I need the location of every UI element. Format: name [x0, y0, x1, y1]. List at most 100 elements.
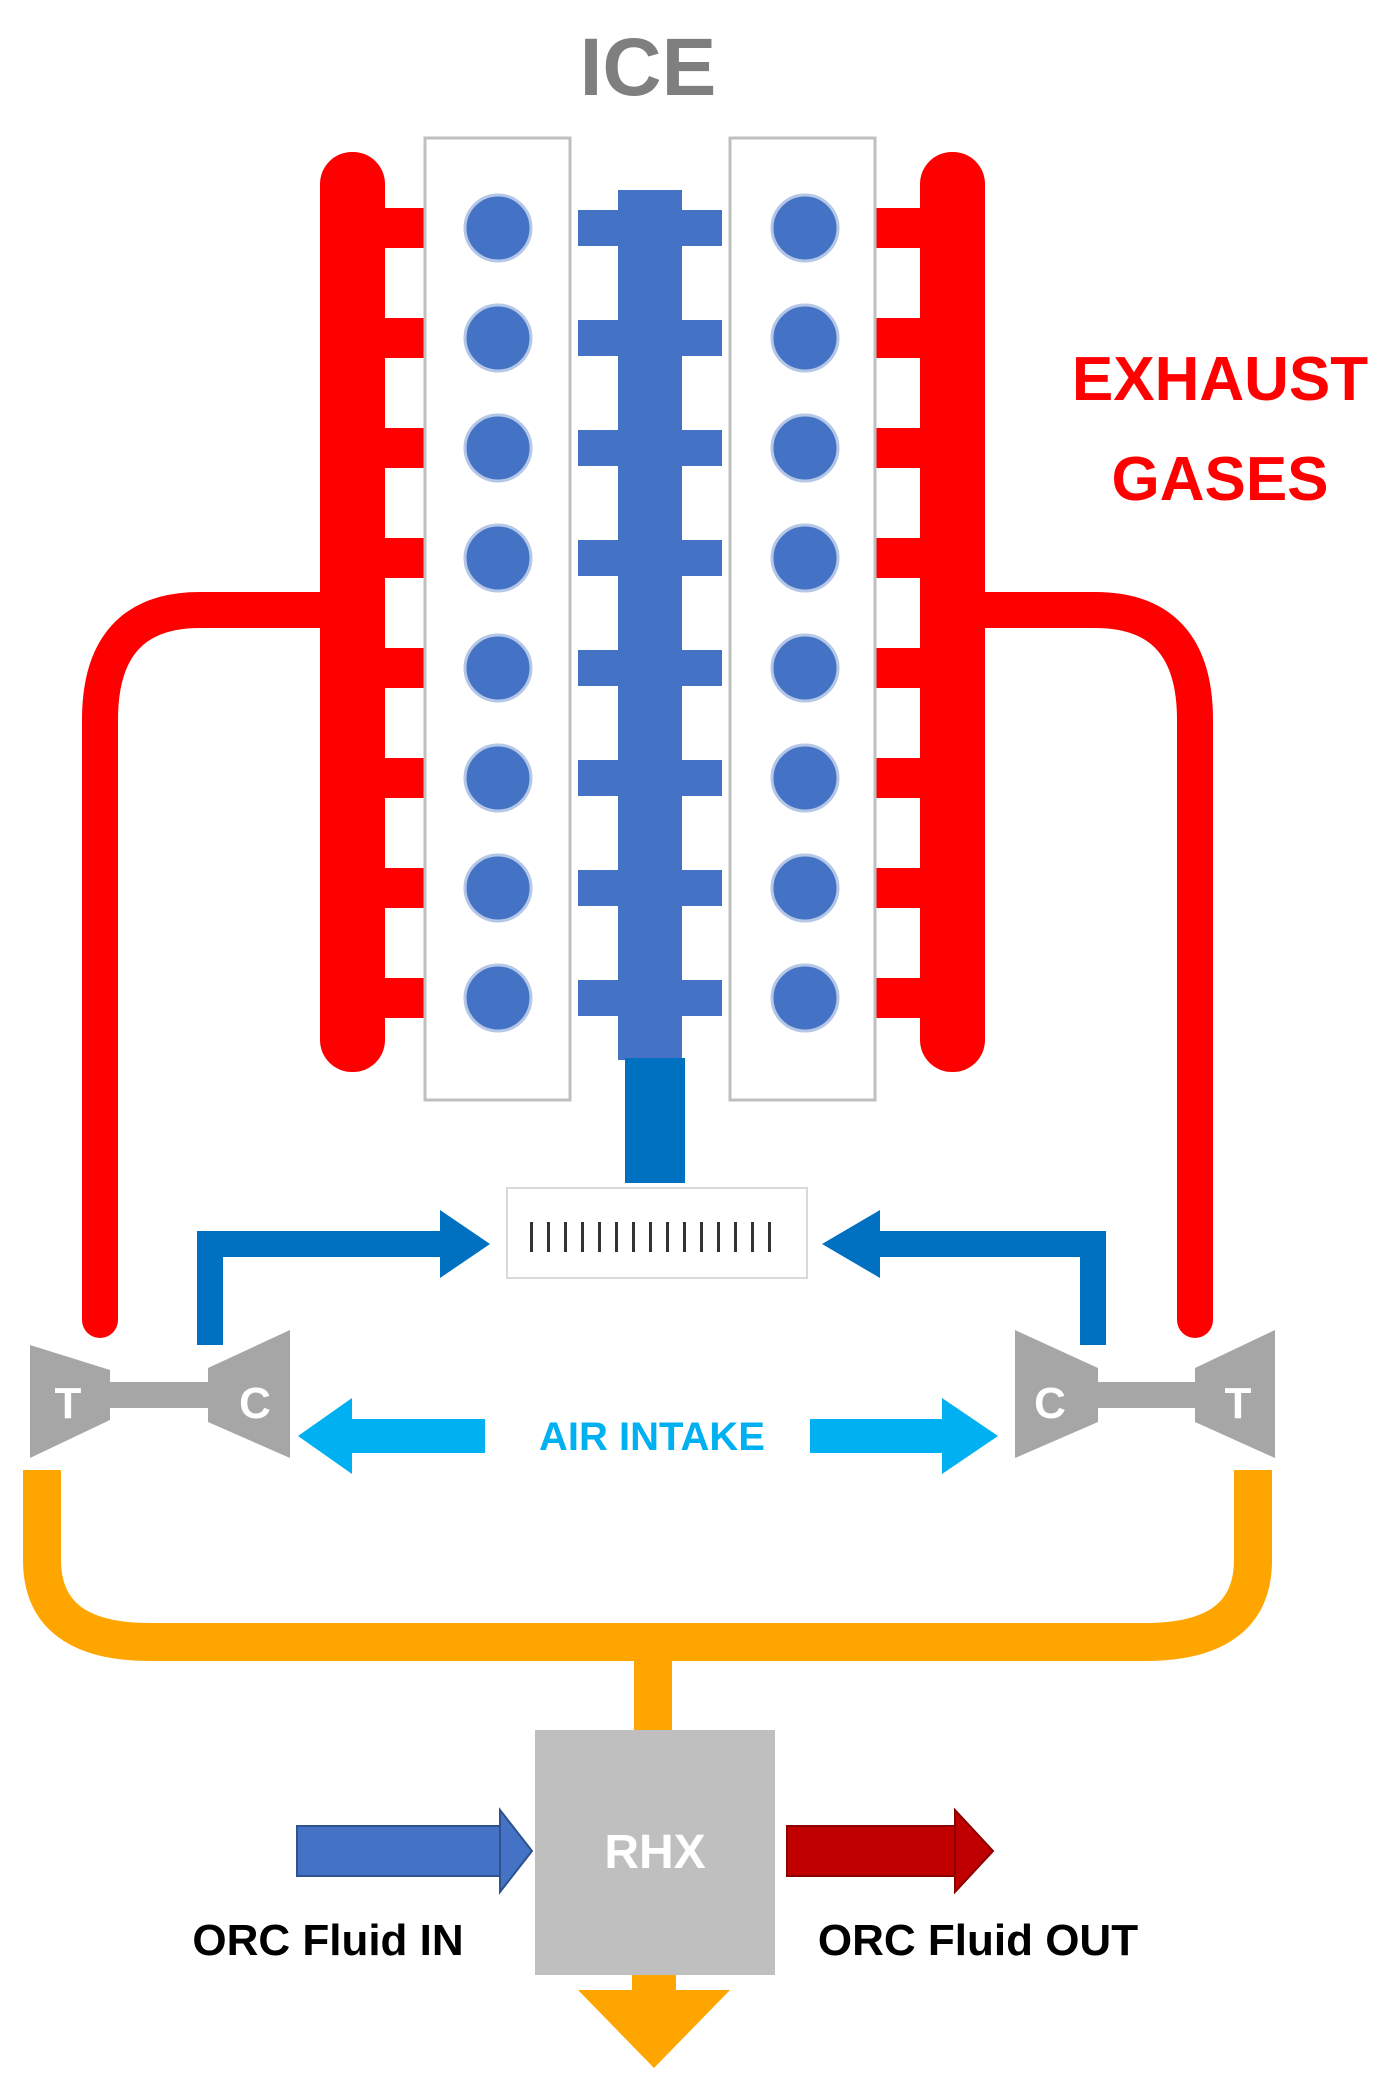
intake-runner-right-4	[680, 540, 722, 576]
exhaust-runner-left-5	[380, 648, 428, 688]
exhaust-pipe-right	[947, 592, 1213, 1338]
intake-runner-right-2	[680, 320, 722, 356]
intake-runner-left-8	[578, 980, 620, 1016]
cylinder-right-6	[770, 743, 840, 813]
cylinder-left-6	[463, 743, 533, 813]
cylinder-right-3	[770, 413, 840, 483]
air-intake-arrow-right	[810, 1398, 998, 1474]
intercooler-fin	[598, 1222, 601, 1252]
cylinder-right-5	[770, 633, 840, 703]
intake-runner-right-1	[680, 210, 722, 246]
compressed-air-arrow-left	[440, 1210, 490, 1278]
intake-runner-left-7	[578, 870, 620, 906]
intercooler-fin	[632, 1222, 635, 1252]
compressed-air-arrow-right	[822, 1210, 880, 1278]
compressed-air-pipe-right	[872, 1231, 1106, 1345]
exhaust-label-line1: EXHAUST	[1072, 345, 1368, 414]
cylinder-right-1	[770, 193, 840, 263]
exhaust-runner-right-7	[872, 868, 924, 908]
cylinder-left-2	[463, 303, 533, 373]
intercooler-fin	[547, 1222, 550, 1252]
intercooler-fin	[530, 1222, 533, 1252]
rhx-label: RHX	[604, 1826, 705, 1879]
cylinder-bank-right	[728, 136, 877, 1102]
intake-runner-right-5	[680, 650, 722, 686]
exhaust-runner-left-2	[380, 318, 428, 358]
exhaust-runner-right-2	[872, 318, 924, 358]
intercooler-fin	[734, 1222, 737, 1252]
intercooler-fin	[564, 1222, 567, 1252]
cylinder-right-2	[770, 303, 840, 373]
exhaust-runners-right	[872, 208, 924, 1018]
intercooler-fin	[666, 1222, 669, 1252]
exhaust-label-line2: GASES	[1111, 445, 1328, 514]
cylinder-left-3	[463, 413, 533, 483]
intercooler-fin	[751, 1222, 754, 1252]
turbocharger-left: T C	[30, 1330, 290, 1458]
exhaust-runner-left-3	[380, 428, 428, 468]
air-intake-label: AIR INTAKE	[539, 1415, 765, 1459]
compressor-label-left: C	[239, 1379, 271, 1428]
intake-runner-right-7	[680, 870, 722, 906]
cylinders-right	[770, 193, 840, 1033]
turbo-shaft-right	[1085, 1382, 1215, 1408]
intercooler-fin	[717, 1222, 720, 1252]
orc-in-label: ORC Fluid IN	[192, 1916, 463, 1965]
compressor-left	[208, 1330, 290, 1458]
cylinder-left-4	[463, 523, 533, 593]
exhaust-runner-left-4	[380, 538, 428, 578]
exhaust-runner-left-8	[380, 978, 428, 1018]
exhaust-runner-right-6	[872, 758, 924, 798]
turbine-left	[30, 1345, 110, 1458]
cylinder-left-8	[463, 963, 533, 1033]
rhx-heat-exchanger	[535, 1730, 775, 1975]
intake-runners	[578, 210, 722, 1016]
exhaust-runner-right-5	[872, 648, 924, 688]
turbine-label-right: T	[1225, 1379, 1252, 1428]
exhaust-runner-right-1	[872, 208, 924, 248]
turbocharger-right: C T	[1015, 1330, 1275, 1458]
intercooler-fin	[683, 1222, 686, 1252]
intake-runner-left-5	[578, 650, 620, 686]
intercooler	[506, 1187, 808, 1279]
intercooler-fins	[530, 1222, 771, 1252]
exhaust-outlet-arrow	[578, 1975, 730, 2068]
intake-runner-left-4	[578, 540, 620, 576]
intercooler-fin	[768, 1222, 771, 1252]
turbine-right	[1195, 1330, 1275, 1458]
intake-manifold-inlet	[625, 1058, 685, 1183]
cylinders-left	[463, 193, 533, 1033]
compressor-right	[1015, 1330, 1098, 1458]
compressor-label-right: C	[1034, 1379, 1066, 1428]
intercooler-fin	[615, 1222, 618, 1252]
exhaust-runner-left-7	[380, 868, 428, 908]
cylinder-left-1	[463, 193, 533, 263]
intake-manifold	[618, 190, 682, 1060]
exhaust-manifold-right	[920, 152, 985, 1072]
exhaust-pipe-left	[82, 592, 348, 1338]
exhaust-runner-right-3	[872, 428, 924, 468]
cylinder-left-7	[463, 853, 533, 923]
air-intake-arrow-left	[298, 1398, 485, 1474]
exhaust-collector-pipe	[23, 1470, 1272, 1735]
intake-runner-left-6	[578, 760, 620, 796]
intake-runner-right-3	[680, 430, 722, 466]
exhaust-runner-left-6	[380, 758, 428, 798]
exhaust-manifold-left	[320, 152, 385, 1072]
cylinder-right-8	[770, 963, 840, 1033]
ice-title: ICE	[580, 22, 717, 113]
intercooler-fin	[700, 1222, 703, 1252]
exhaust-runners-left	[380, 208, 428, 1018]
intercooler-fin	[581, 1222, 584, 1252]
cylinder-left-5	[463, 633, 533, 703]
exhaust-runner-right-8	[872, 978, 924, 1018]
orc-in-arrow	[296, 1807, 534, 1895]
compressed-air-pipe-left	[197, 1231, 450, 1345]
orc-out-label: ORC Fluid OUT	[818, 1916, 1138, 1965]
turbine-label-left: T	[55, 1379, 82, 1428]
orc-out-arrow	[786, 1807, 995, 1895]
cylinder-bank-left	[423, 136, 572, 1102]
cylinder-right-7	[770, 853, 840, 923]
exhaust-runner-right-4	[872, 538, 924, 578]
